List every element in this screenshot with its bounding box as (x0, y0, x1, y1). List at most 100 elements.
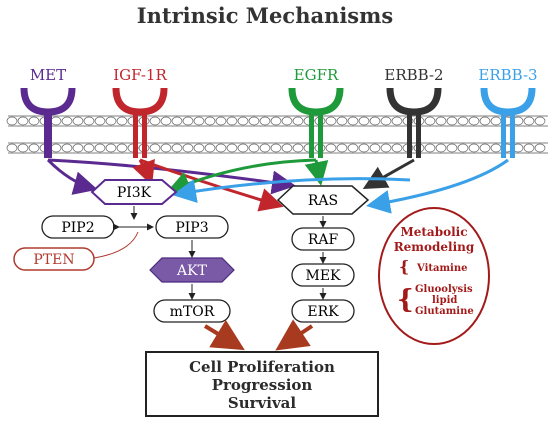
membrane-lipid (292, 116, 304, 126)
arrow-igf1r-ras (139, 158, 284, 212)
receptor-met: MET (20, 66, 76, 158)
outcome-line-1: Cell Proliferation (189, 358, 335, 376)
membrane-lipid (380, 143, 392, 153)
membrane-lipid (237, 116, 249, 126)
membrane-lipid (468, 143, 480, 153)
outcome-line-3: Survival (228, 394, 296, 412)
receptor-erbb2: ERBB-2 (384, 66, 444, 158)
node-pi3k: PI3K (90, 179, 178, 205)
arrow-met-ras (47, 158, 296, 195)
membrane-lipid (292, 143, 304, 153)
node-akt: AKT (149, 257, 235, 283)
membrane-lipid (358, 116, 370, 126)
membrane-lipid (116, 116, 128, 126)
svg-text:MEK: MEK (305, 268, 341, 284)
bracket-icon: { (399, 257, 409, 276)
receptor-igf1r-label: IGF-1R (113, 66, 167, 84)
membrane-lipid (105, 116, 117, 126)
membrane-lipid (391, 116, 403, 126)
svg-text:mTOR: mTOR (170, 304, 215, 320)
membrane-lipid (193, 143, 205, 153)
membrane-lipid (50, 116, 62, 126)
arrow-mtor-outcome (203, 319, 245, 351)
membrane-lipid (171, 116, 183, 126)
node-pip3: PIP3 (155, 215, 229, 239)
membrane-lipid (325, 116, 337, 126)
node-pip2: PIP2 (41, 215, 115, 239)
membrane-lipid (347, 116, 359, 126)
arrow-erbb3-pi3k (172, 177, 411, 203)
node-raf: RAF (291, 227, 355, 251)
diagram-title: Intrinsic Mechanisms (137, 3, 393, 28)
membrane-lipid (490, 116, 502, 126)
membrane-lipid (72, 116, 84, 126)
svg-text:RAF: RAF (308, 232, 339, 248)
membrane-lipid (149, 116, 161, 126)
membrane-lipid (336, 143, 348, 153)
membrane-lipid (61, 116, 73, 126)
cell-membrane (6, 115, 548, 154)
membrane-lipid (193, 116, 205, 126)
membrane-lipid (270, 143, 282, 153)
membrane-lipid (424, 116, 436, 126)
membrane-lipid (6, 143, 18, 153)
receptor-erbb3-label: ERBB-3 (478, 66, 537, 84)
membrane-lipid (105, 143, 117, 153)
pten-inhibition-line (93, 231, 139, 259)
membrane-lipid (347, 143, 359, 153)
membrane-lipid (479, 143, 491, 153)
metabolic-item-lipid: lipid (432, 295, 457, 306)
svg-text:RAS: RAS (308, 193, 338, 209)
membrane-lipid (160, 116, 172, 126)
membrane-lipid (457, 116, 469, 126)
membrane-lipid (94, 143, 106, 153)
svg-text:ERK: ERK (307, 304, 339, 320)
membrane-lipid (226, 116, 238, 126)
membrane-lipid (182, 116, 194, 126)
membrane-lipid (490, 143, 502, 153)
membrane-lipid (171, 143, 183, 153)
node-mtor: mTOR (153, 299, 231, 323)
membrane-lipid (28, 116, 40, 126)
membrane-lipid (369, 116, 381, 126)
membrane-lipid (325, 143, 337, 153)
membrane-lipid (281, 116, 293, 126)
membrane-lipid (72, 143, 84, 153)
membrane-lipid (259, 116, 271, 126)
arrow-egfr-ras (304, 159, 329, 186)
outcome-box: Cell Proliferation Progression Survival (145, 351, 379, 417)
membrane-lipid (182, 143, 194, 153)
membrane-lipid (380, 116, 392, 126)
membrane-lipid (50, 143, 62, 153)
membrane-lipid (204, 116, 216, 126)
membrane-lipid (204, 143, 216, 153)
arrow-erbb2-ras (362, 158, 415, 189)
metabolic-title-1: Metabolic (400, 225, 467, 239)
membrane-lipid (160, 143, 172, 153)
membrane-lipid (149, 143, 161, 153)
svg-text:PIP2: PIP2 (61, 220, 94, 236)
membrane-lipid (6, 116, 18, 126)
membrane-lipid (457, 143, 469, 153)
arrow-met-pi3k (46, 158, 98, 195)
node-mek: MEK (291, 263, 355, 287)
membrane-lipid (358, 143, 370, 153)
svg-text:AKT: AKT (176, 263, 208, 279)
membrane-lipid (534, 143, 546, 153)
membrane-lipid (523, 116, 535, 126)
membrane-lipid (270, 116, 282, 126)
membrane-lipid (391, 143, 403, 153)
membrane-lipid (28, 143, 40, 153)
receptor-erbb3: ERBB-3 (478, 66, 538, 158)
svg-text:PIP3: PIP3 (175, 220, 208, 236)
receptor-met-label: MET (30, 66, 66, 84)
svg-text:PTEN: PTEN (33, 252, 74, 268)
membrane-lipid (83, 143, 95, 153)
signal-arrows (46, 158, 509, 214)
arrow-erbb3-ras (366, 158, 509, 214)
membrane-lipid (468, 116, 480, 126)
membrane-lipid (435, 143, 447, 153)
membrane-lipid (116, 143, 128, 153)
membrane-lipid (215, 143, 227, 153)
